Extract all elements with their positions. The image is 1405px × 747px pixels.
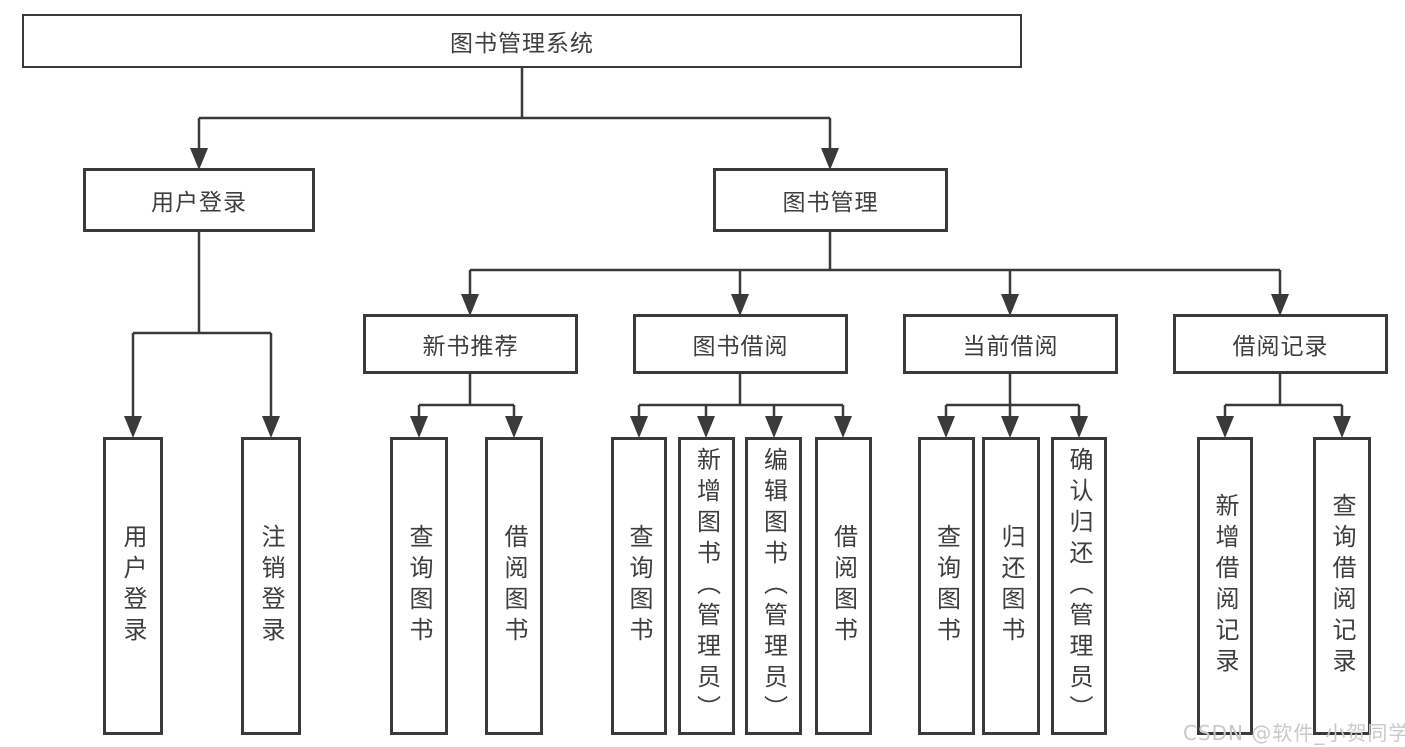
leaf-add-borrow-record-label: 新增借阅记录 — [1211, 493, 1239, 679]
leaf-query-books-recommend-label: 查询图书 — [405, 524, 433, 648]
connector-borrow-records-to-leaves — [1223, 374, 1344, 417]
connector-root-to-level2 — [197, 68, 832, 150]
leaf-return-books-label: 归还图书 — [997, 524, 1025, 648]
leaf-confirm-return-admin-label: 确认归还（管理员） — [1065, 446, 1093, 726]
arrowhead — [262, 416, 280, 438]
arrowhead — [821, 148, 839, 170]
leaf-add-borrow-record: 新增借阅记录 — [1197, 437, 1253, 735]
leaf-add-books-admin-label: 新增图书（管理员） — [692, 446, 721, 726]
arrowhead — [937, 416, 955, 438]
node-book-management: 图书管理 — [713, 168, 948, 232]
node-borrow-records-label: 借阅记录 — [1232, 334, 1329, 360]
arrowhead — [834, 416, 852, 438]
node-new-book-recommend: 新书推荐 — [363, 314, 578, 374]
arrowhead — [124, 416, 142, 438]
connector-book-borrow-to-leaves — [637, 374, 845, 417]
node-root-label: 图书管理系统 — [450, 31, 594, 57]
node-borrow-records: 借阅记录 — [1173, 314, 1388, 374]
leaf-query-books-current-label: 查询图书 — [932, 524, 961, 648]
arrowhead — [1216, 416, 1234, 438]
arrowhead — [697, 416, 715, 438]
leaf-user-login-label: 用户登录 — [119, 524, 147, 648]
leaf-borrow-books: 借阅图书 — [815, 437, 872, 735]
leaf-logout: 注销登录 — [241, 437, 301, 735]
arrowhead — [731, 294, 749, 316]
leaf-return-books: 归还图书 — [982, 437, 1040, 735]
arrowhead — [461, 294, 479, 316]
csdn-watermark: CSDN @软件_小贺同学 — [1183, 721, 1405, 745]
leaf-borrow-books-label: 借阅图书 — [829, 524, 858, 648]
node-root: 图书管理系统 — [22, 14, 1022, 68]
leaf-query-borrow-record-label: 查询借阅记录 — [1328, 493, 1356, 679]
arrowhead — [1001, 294, 1019, 316]
arrowhead — [1333, 416, 1351, 438]
arrowhead — [410, 416, 428, 438]
node-current-borrow-label: 当前借阅 — [962, 334, 1059, 360]
node-book-borrow: 图书借阅 — [633, 314, 848, 374]
arrowhead — [190, 148, 208, 170]
leaf-confirm-return-admin: 确认归还（管理员） — [1051, 437, 1107, 735]
connector-user-login-to-leaves — [131, 232, 273, 417]
connector-current-borrow-to-leaves — [944, 374, 1081, 417]
leaf-query-books-borrow: 查询图书 — [611, 437, 667, 735]
arrowhead — [505, 416, 523, 438]
arrowhead — [1070, 416, 1088, 438]
leaf-logout-label: 注销登录 — [257, 524, 285, 648]
leaf-add-books-admin: 新增图书（管理员） — [678, 437, 735, 735]
leaf-query-borrow-record: 查询借阅记录 — [1313, 437, 1371, 735]
leaf-user-login: 用户登录 — [103, 437, 163, 735]
node-book-borrow-label: 图书借阅 — [692, 334, 789, 360]
leaf-query-books-recommend: 查询图书 — [390, 437, 448, 735]
arrowhead — [1271, 294, 1289, 316]
arrowhead — [1001, 416, 1019, 438]
leaf-query-books-borrow-label: 查询图书 — [625, 524, 653, 648]
node-user-login-label: 用户登录 — [151, 190, 247, 216]
node-book-management-label: 图书管理 — [782, 190, 879, 216]
leaf-edit-books-admin-label: 编辑图书（管理员） — [759, 446, 788, 726]
leaf-borrow-books-recommend: 借阅图书 — [485, 437, 543, 735]
leaf-borrow-books-recommend-label: 借阅图书 — [500, 524, 528, 648]
connector-book-management-to-level3 — [468, 232, 1282, 297]
leaf-edit-books-admin: 编辑图书（管理员） — [745, 437, 802, 735]
connector-new-book-to-leaves — [417, 374, 516, 417]
node-current-borrow: 当前借阅 — [903, 314, 1118, 374]
node-new-book-recommend-label: 新书推荐 — [422, 334, 519, 360]
arrowhead — [765, 416, 783, 438]
arrowhead — [630, 416, 648, 438]
leaf-query-books-current: 查询图书 — [918, 437, 975, 735]
node-user-login: 用户登录 — [83, 168, 315, 232]
